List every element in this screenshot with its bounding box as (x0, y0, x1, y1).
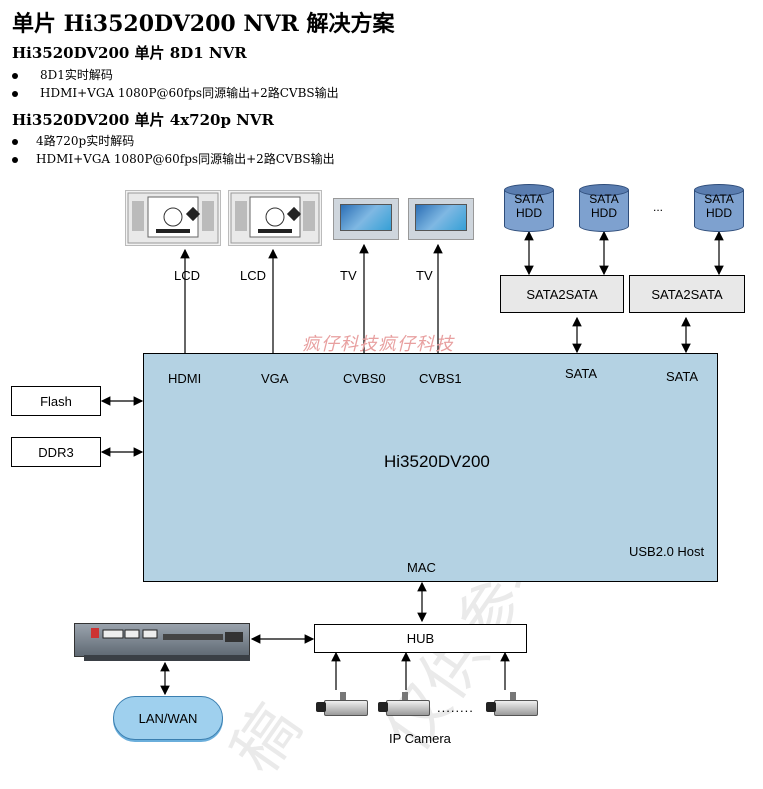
router-icon (74, 623, 250, 657)
ip-camera-icon (486, 692, 544, 720)
hdd-ellipsis: ... (653, 200, 664, 214)
port-vga: VGA (261, 371, 289, 386)
soc-chip-block: HDMI VGA CVBS0 CVBS1 SATA SATA Hi3520DV2… (143, 353, 718, 582)
bullet-text: 8D1实时解码 (40, 68, 113, 82)
hdd-label: SATA (514, 192, 544, 206)
cloud-label: LAN/WAN (138, 710, 198, 726)
port-usb-host: USB2.0 Host (629, 544, 705, 559)
section-heading-720p: Hi3520DV200 单片 4x720p NVR (12, 111, 274, 129)
tv-screen (415, 204, 467, 231)
tv-label: TV (416, 268, 433, 283)
hdd-label: HDD (706, 206, 732, 220)
bullet-item: HDMI+VGA 1080P@60fps同源输出+2路CVBS输出 (12, 150, 335, 167)
port-cvbs0: CVBS0 (343, 371, 386, 386)
ip-camera-icon (378, 692, 436, 720)
ddr3-memory-box: DDR3 (11, 437, 101, 467)
flash-memory-box: Flash (11, 386, 101, 416)
lcd-monitor-icon (125, 190, 221, 246)
bullet-item: HDMI+VGA 1080P@60fps同源输出+2路CVBS输出 (12, 84, 339, 101)
bullet-item: 4路720p实时解码 (12, 132, 134, 149)
port-sata-left: SATA (565, 366, 598, 381)
chip-name: Hi3520DV200 (384, 452, 490, 471)
connector-lines (100, 230, 724, 696)
bullet-dot-icon (12, 90, 18, 97)
lcd-monitor-icon (228, 190, 322, 246)
tv-screen (340, 204, 392, 231)
lcd-label: LCD (240, 268, 267, 283)
hdd-label: SATA (589, 192, 619, 206)
port-hdmi: HDMI (168, 371, 202, 386)
bullet-text: 4路720p实时解码 (36, 134, 135, 148)
hdd-label: HDD (516, 206, 542, 220)
bullet-dot-icon (12, 72, 18, 79)
bullet-dot-icon (12, 156, 18, 163)
hdd-label: HDD (591, 206, 617, 220)
port-cvbs1: CVBS1 (419, 371, 462, 386)
hdd-label: SATA (704, 192, 734, 206)
bullet-text: HDMI+VGA 1080P@60fps同源输出+2路CVBS输出 (40, 86, 339, 100)
sata2sata-bridge-left: SATA2SATA (500, 275, 624, 313)
port-sata-right: SATA (666, 369, 699, 384)
tv-label: TV (340, 268, 357, 283)
ip-camera-label: IP Camera (389, 731, 451, 746)
camera-ellipsis: ........ (437, 700, 474, 715)
cloud-icon: LAN/WAN (113, 696, 223, 740)
watermark-text: 疯仔科技疯仔科技 (302, 334, 454, 355)
ip-camera-icon (316, 692, 374, 720)
bullet-item: 8D1实时解码 (12, 66, 113, 83)
page-title: 单片 Hi3520DV200 NVR 解决方案 (12, 11, 395, 37)
network-hub: HUB (314, 624, 527, 653)
port-mac: MAC (407, 560, 436, 575)
tv-icon (408, 198, 474, 240)
bullet-dot-icon (12, 138, 18, 145)
lcd-label: LCD (174, 268, 201, 283)
router-base (84, 655, 250, 661)
sata2sata-bridge-right: SATA2SATA (629, 275, 745, 313)
bullet-text: HDMI+VGA 1080P@60fps同源输出+2路CVBS输出 (36, 152, 335, 166)
section-heading-8d1: Hi3520DV200 单片 8D1 NVR (12, 44, 247, 62)
tv-icon (333, 198, 399, 240)
